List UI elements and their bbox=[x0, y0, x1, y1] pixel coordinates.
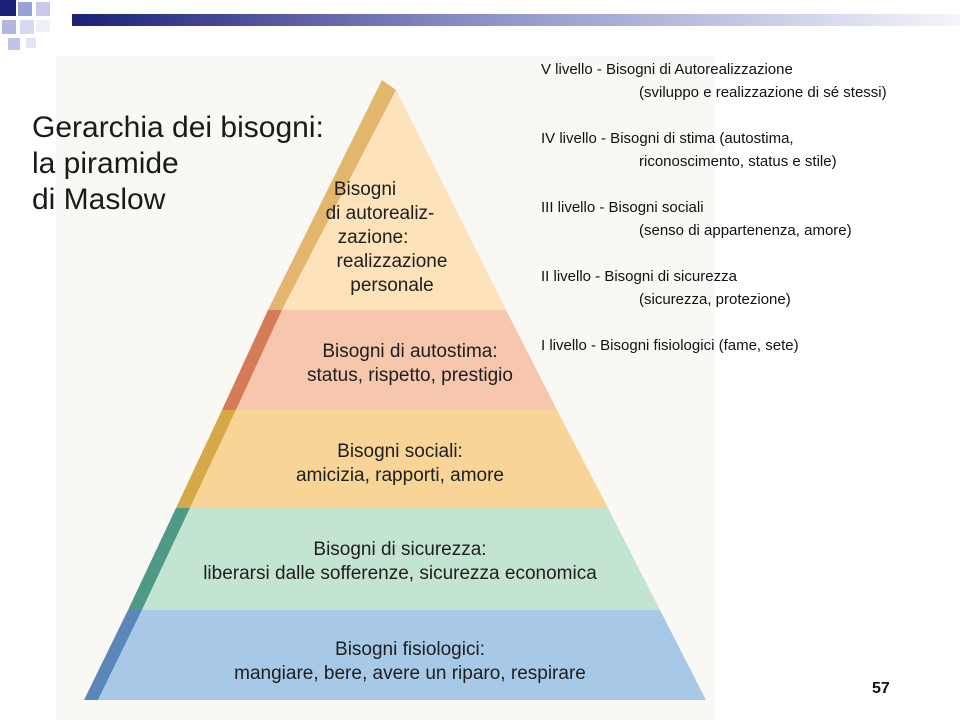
level-5-main: V livello - Bisogni di Autorealizzazione bbox=[541, 61, 793, 78]
pyramid-tier-4-edge bbox=[222, 310, 282, 410]
tier-5-line-4: realizzazione bbox=[336, 251, 448, 272]
tier-1-label: Bisogni fisiologici: mangiare, bere, ave… bbox=[160, 638, 660, 686]
tier-1-title: Bisogni fisiologici: bbox=[335, 639, 485, 660]
tier-5-line-1: Bisogni bbox=[333, 179, 397, 200]
level-item-1: I livello - Bisogni fisiologici (fame, s… bbox=[541, 334, 956, 357]
level-2-main: II livello - Bisogni di sicurezza bbox=[541, 268, 737, 285]
corner-squares-decoration bbox=[0, 0, 50, 50]
tier-2-description: liberarsi dalle sofferenze, sicurezza ec… bbox=[203, 563, 597, 584]
level-item-2: II livello - Bisogni di sicurezza (sicur… bbox=[541, 265, 956, 311]
level-2-sub: (sicurezza, protezione) bbox=[639, 291, 791, 308]
level-item-5: V livello - Bisogni di Autorealizzazione… bbox=[541, 58, 956, 104]
tier-4-description: status, rispetto, prestigio bbox=[307, 365, 513, 386]
level-4-main: IV livello - Bisogni di stima (autostima… bbox=[541, 130, 794, 147]
title-line-1: Gerarchia dei bisogni: bbox=[32, 111, 324, 144]
tier-1-description: mangiare, bere, avere un riparo, respira… bbox=[234, 663, 586, 684]
pyramid-tier-3 bbox=[190, 410, 608, 508]
pyramid-tier-1-edge bbox=[84, 610, 142, 700]
pyramid-tier-2 bbox=[142, 508, 660, 610]
tier-2-title: Bisogni di sicurezza: bbox=[313, 539, 487, 560]
pyramid-tier-5-edge bbox=[268, 80, 396, 310]
tier-4-title: Bisogni di autostima: bbox=[322, 341, 498, 362]
pyramid-tier-1 bbox=[98, 610, 706, 700]
tier-4-label: Bisogni di autostima: status, rispetto, … bbox=[260, 340, 560, 388]
level-item-3: III livello - Bisogni sociali (senso di … bbox=[541, 196, 956, 242]
header-gradient-bar bbox=[72, 14, 960, 26]
level-5-sub: (sviluppo e realizzazione di sé stessi) bbox=[639, 84, 887, 101]
level-3-sub: (senso di appartenenza, amore) bbox=[639, 222, 852, 239]
level-1-main: I livello - Bisogni fisiologici (fame, s… bbox=[541, 337, 799, 354]
tier-3-title: Bisogni sociali: bbox=[337, 441, 463, 462]
level-3-main: III livello - Bisogni sociali bbox=[541, 199, 704, 216]
level-list: V livello - Bisogni di Autorealizzazione… bbox=[541, 58, 956, 380]
tier-5-label: Bisogni di autorealiz- zazione: realizza… bbox=[290, 178, 500, 298]
tier-5-line-5: personale bbox=[350, 275, 434, 296]
pyramid-tier-3-edge bbox=[176, 410, 236, 508]
tier-5-line-2: di autorealiz- bbox=[325, 203, 435, 224]
level-item-4: IV livello - Bisogni di stima (autostima… bbox=[541, 127, 956, 173]
pyramid-tier-2-edge bbox=[128, 508, 190, 610]
title-line-3: di Maslow bbox=[32, 183, 166, 216]
pyramid-tier-5 bbox=[282, 90, 506, 310]
pyramid-tier-4 bbox=[236, 310, 557, 410]
tier-3-label: Bisogni sociali: amicizia, rapporti, amo… bbox=[250, 440, 550, 488]
page-number: 57 bbox=[872, 680, 890, 697]
tier-3-description: amicizia, rapporti, amore bbox=[295, 465, 505, 486]
tier-5-line-3: zazione: bbox=[337, 227, 409, 248]
slide-title: Gerarchia dei bisogni: la piramide di Ma… bbox=[32, 110, 324, 218]
tier-2-label: Bisogni di sicurezza: liberarsi dalle so… bbox=[170, 538, 630, 586]
level-4-sub: riconoscimento, status e stile) bbox=[639, 153, 837, 170]
title-line-2: la piramide bbox=[32, 147, 179, 180]
